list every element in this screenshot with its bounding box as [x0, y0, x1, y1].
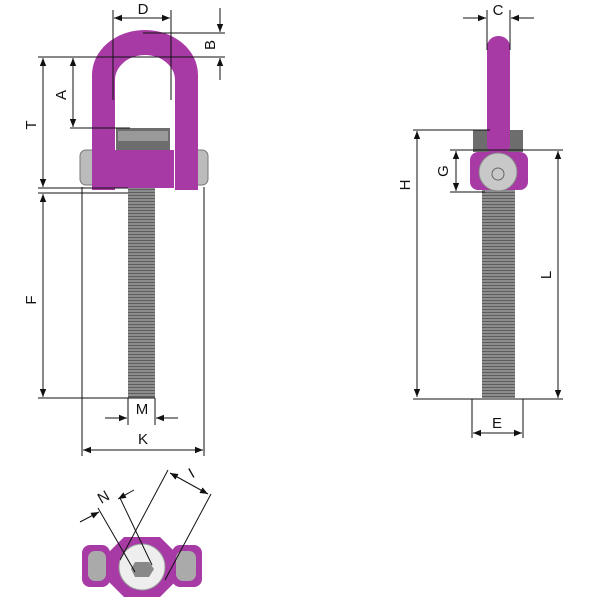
front-dimensions: D B A T F M K	[23, 1, 225, 456]
bottom-view	[82, 537, 202, 597]
eye-disc	[478, 152, 518, 192]
front-view	[79, 30, 209, 398]
dim-label-t: T	[23, 120, 40, 129]
dim-label-c: C	[493, 2, 504, 19]
threaded-rod	[128, 188, 155, 398]
dim-label-e: E	[492, 415, 502, 432]
dim-label-b: B	[202, 40, 219, 50]
threaded-rod-side	[482, 190, 515, 398]
dim-label-k: K	[138, 431, 148, 448]
dim-label-n: N	[95, 487, 113, 507]
hex-socket	[131, 562, 154, 577]
dim-label-g: G	[435, 165, 452, 177]
dim-label-a: A	[53, 90, 70, 100]
dim-label-i: I	[186, 465, 198, 482]
side-dimensions: C H G L E	[397, 2, 563, 438]
shackle-side	[487, 36, 510, 156]
dim-label-d: D	[138, 1, 149, 18]
side-view	[470, 36, 528, 398]
dim-label-h: H	[397, 180, 414, 191]
dim-label-f: F	[23, 295, 40, 304]
dim-label-m: M	[136, 401, 149, 418]
swivel-body	[112, 150, 174, 188]
dim-label-l: L	[538, 271, 555, 279]
shackle	[92, 30, 198, 190]
